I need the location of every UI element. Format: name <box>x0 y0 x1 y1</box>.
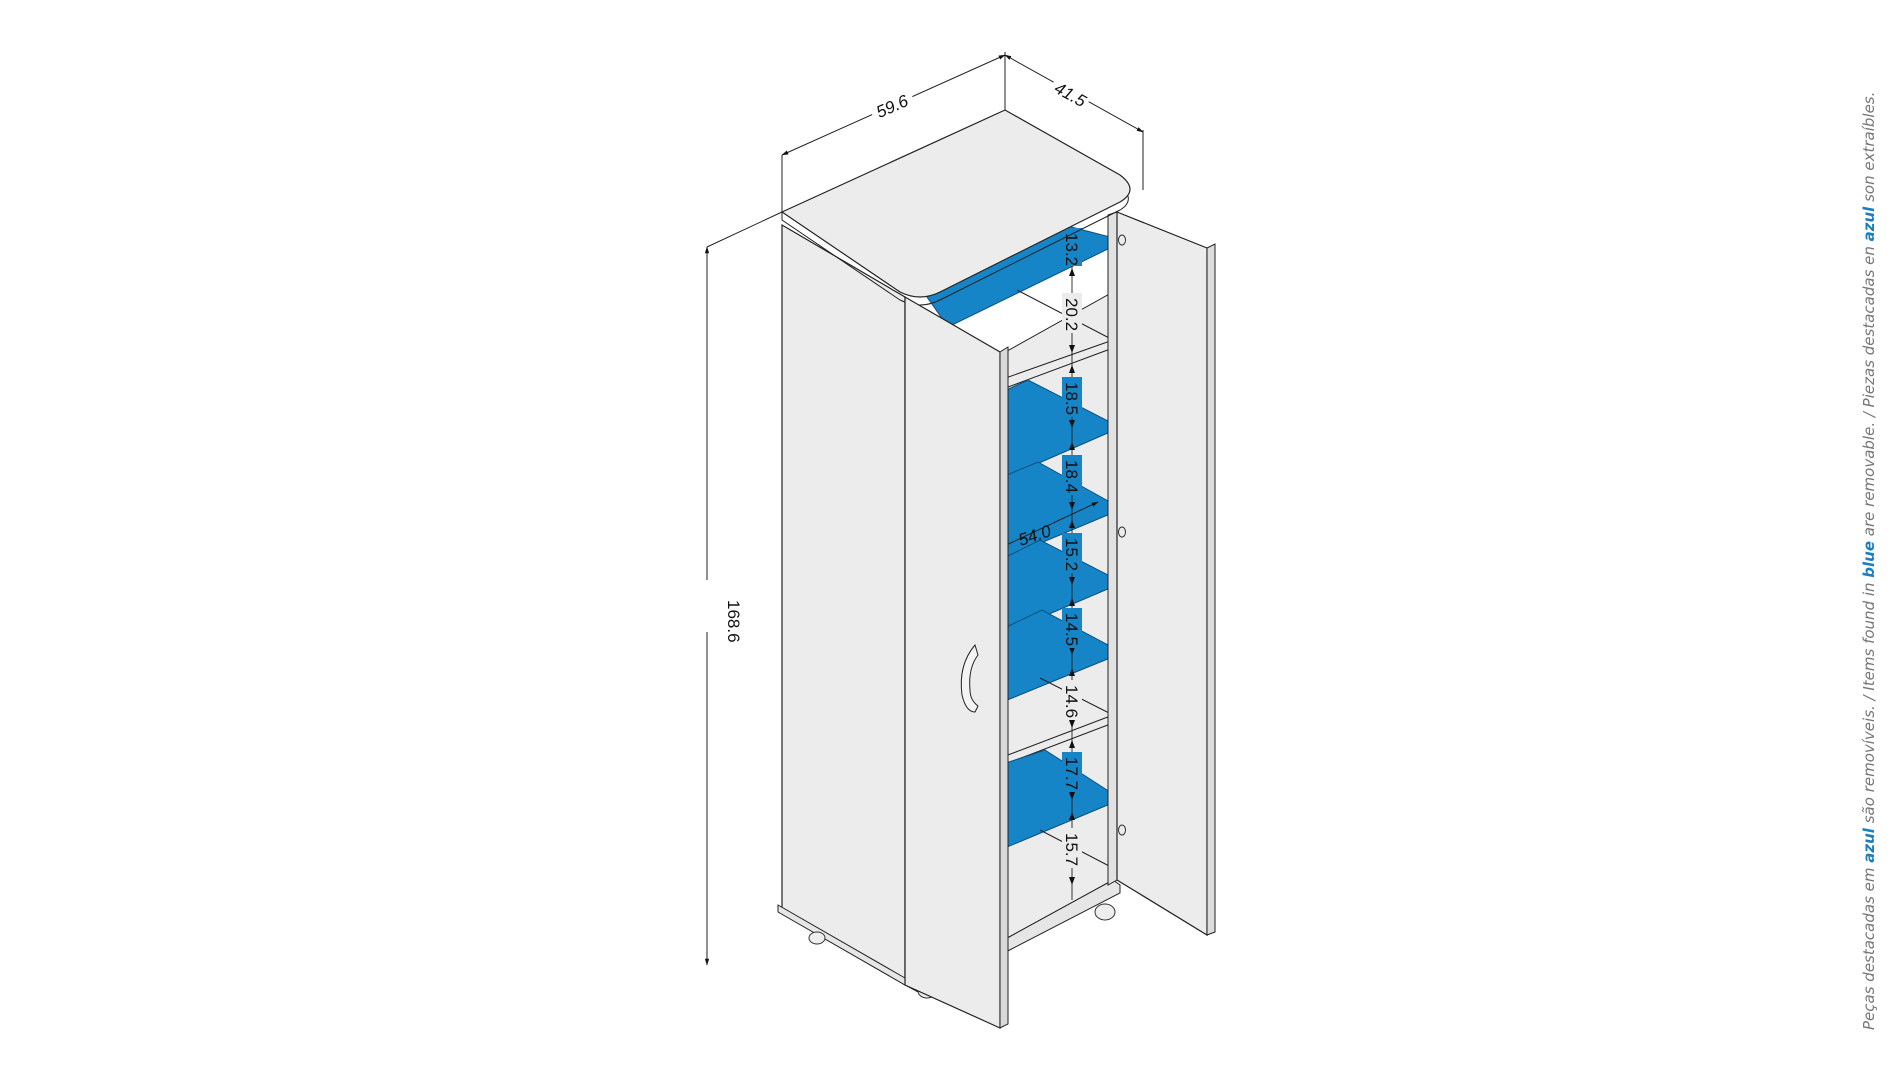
spacing-label: 20.2 <box>1062 298 1081 331</box>
caption-text: Peças destacadas em <box>1860 862 1878 1030</box>
spacing-label: 14.5 <box>1062 613 1081 646</box>
spacing-label: 17.7 <box>1062 757 1081 790</box>
spacing-label: 13.2 <box>1062 233 1081 266</box>
top-panel <box>780 109 1131 298</box>
caption-highlight: azul <box>1860 828 1878 863</box>
caption-highlight: blue <box>1860 540 1878 578</box>
spacing-label: 18.5 <box>1062 382 1081 415</box>
caption-text: son extraíbles. <box>1860 91 1878 207</box>
left-door[interactable] <box>904 295 1001 1029</box>
spacing-label: 15.2 <box>1062 538 1081 571</box>
caption-text: are removable. / Piezas destacadas en <box>1860 241 1878 541</box>
left-door-edge <box>999 346 1009 1029</box>
right-door-edge <box>1206 243 1216 936</box>
spacing-label: 15.7 <box>1062 833 1081 866</box>
height-label: 168.6 <box>724 600 743 643</box>
hinge-icon <box>1118 824 1126 836</box>
caption-highlight: azul <box>1860 206 1878 242</box>
right-door[interactable] <box>1116 211 1208 937</box>
height-dimension: 168.6 <box>697 211 783 966</box>
right-side-panel-edge <box>1107 211 1118 886</box>
left-side-panel <box>781 223 906 987</box>
hinge-icon <box>1118 526 1126 538</box>
caster-right-icon <box>1094 903 1116 921</box>
caption-text: são removíveis. / Items found in <box>1860 577 1878 829</box>
spacing-label: 14.6 <box>1062 685 1081 718</box>
shelf-spacing-dimensions: 13.2 20.2 18.5 18.4 15.2 14.5 14.6 17.7 … <box>1062 228 1082 900</box>
door-handle-icon[interactable] <box>960 643 979 713</box>
caster-left-icon <box>808 931 826 945</box>
hinge-icon <box>1118 234 1126 246</box>
removable-parts-caption: Peças destacadas em azul são removíveis.… <box>1860 92 1878 1030</box>
spacing-label: 18.4 <box>1062 460 1081 493</box>
top-panel-edge <box>781 195 1129 306</box>
